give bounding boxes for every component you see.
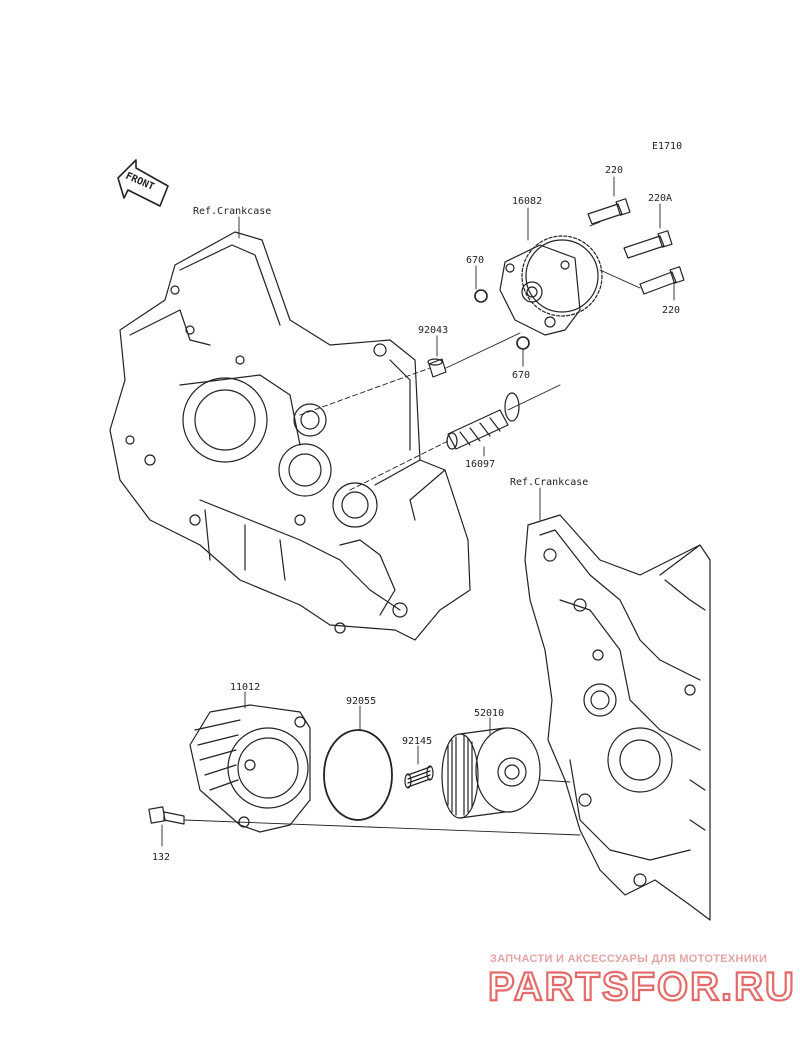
o-ring-92055-shape bbox=[323, 729, 393, 821]
part-label-670-upper: 670 bbox=[466, 255, 484, 266]
strainer-16097-shape bbox=[446, 392, 520, 450]
o-ring-670-upper-shape bbox=[474, 289, 488, 303]
o-ring-670-lower-shape bbox=[516, 336, 530, 350]
leader-lines bbox=[161, 176, 675, 847]
diagram-code: E1710 bbox=[652, 141, 682, 152]
watermark-brand: PARTSFOR.RU bbox=[488, 965, 796, 1009]
part-label-132: 132 bbox=[152, 852, 170, 863]
part-label-670-lower: 670 bbox=[512, 370, 530, 381]
spring-92145-shape bbox=[404, 765, 434, 789]
part-label-92043: 92043 bbox=[418, 325, 448, 336]
part-label-220-bottom: 220 bbox=[662, 305, 680, 316]
bolt-220a-shape bbox=[623, 230, 673, 259]
part-label-220-top: 220 bbox=[605, 165, 623, 176]
ref-crankcase-label-lower: Ref.Crankcase bbox=[510, 477, 588, 488]
front-arrow-icon bbox=[117, 159, 169, 207]
bolt-220-bottom-shape bbox=[639, 266, 685, 295]
watermark-tagline: ЗАПЧАСТИ И АКСЕССУАРЫ ДЛЯ МОТОТЕХНИКИ bbox=[490, 953, 767, 965]
part-label-92145: 92145 bbox=[402, 736, 432, 747]
part-label-11012: 11012 bbox=[230, 682, 260, 693]
filter-cover-11012-shape bbox=[189, 704, 311, 833]
part-label-16082: 16082 bbox=[512, 196, 542, 207]
part-label-220a: 220A bbox=[648, 193, 672, 204]
bolt-132-shape bbox=[148, 806, 185, 825]
crankcase-lower bbox=[524, 514, 711, 921]
dowel-92043-shape bbox=[427, 358, 447, 378]
part-label-52010: 52010 bbox=[474, 708, 504, 719]
ref-crankcase-label-upper: Ref.Crankcase bbox=[193, 206, 271, 217]
crankcase-upper bbox=[109, 231, 471, 641]
hidden-assembly-lines bbox=[299, 367, 451, 491]
part-label-16097: 16097 bbox=[465, 459, 495, 470]
oil-filter-52010-shape bbox=[441, 727, 541, 819]
part-label-92055: 92055 bbox=[346, 696, 376, 707]
bolt-220-top-shape bbox=[587, 198, 631, 225]
oil-pump-16082 bbox=[499, 235, 603, 336]
